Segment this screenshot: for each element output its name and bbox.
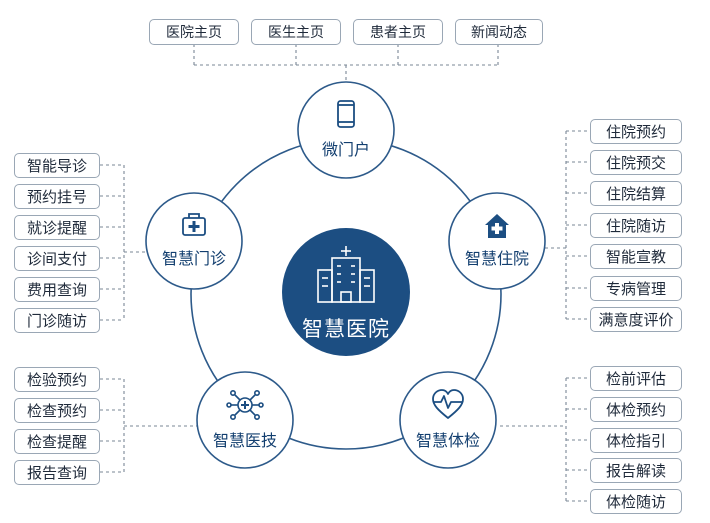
medical-kit-icon — [182, 213, 206, 236]
medtech-bracket — [100, 378, 205, 473]
portal-node[interactable] — [297, 81, 395, 179]
checkup-item-guide[interactable]: 体检指引 — [590, 428, 682, 453]
inpatient-item-satisfaction[interactable]: 满意度评价 — [590, 307, 682, 332]
checkup-item-appointment[interactable]: 体检预约 — [590, 397, 682, 422]
clinic-label[interactable]: 智慧门诊 — [161, 249, 226, 268]
inpatient-label[interactable]: 智慧住院 — [464, 249, 529, 268]
inpatient-node[interactable] — [448, 192, 546, 290]
inpatient-item-education[interactable]: 智能宣教 — [590, 244, 682, 269]
hospital-building-icon — [317, 246, 375, 303]
medtech-node[interactable] — [196, 371, 294, 469]
inpatient-item-settlement[interactable]: 住院结算 — [590, 181, 682, 206]
clinic-item-fee-query[interactable]: 费用查询 — [14, 277, 100, 302]
clinic-item-appointment[interactable]: 预约挂号 — [14, 184, 100, 209]
network-cross-icon — [226, 389, 264, 420]
medtech-label[interactable]: 智慧医技 — [212, 431, 277, 450]
medtech-item-lab-appointment[interactable]: 检验预约 — [14, 367, 100, 392]
house-medical-icon — [485, 214, 509, 238]
mobile-phone-icon — [337, 100, 355, 128]
checkup-node[interactable] — [399, 371, 497, 469]
checkup-bracket — [500, 377, 590, 502]
inpatient-item-deposit[interactable]: 住院预交 — [590, 150, 682, 175]
clinic-item-smart-guide[interactable]: 智能导诊 — [14, 153, 100, 178]
medtech-item-report-query[interactable]: 报告查询 — [14, 460, 100, 485]
heart-pulse-icon — [432, 389, 464, 419]
checkup-label[interactable]: 智慧体检 — [415, 431, 480, 450]
top-tab-hospital-home[interactable]: 医院主页 — [149, 19, 239, 45]
checkup-item-assessment[interactable]: 检前评估 — [590, 366, 682, 391]
clinic-bracket — [100, 164, 145, 321]
clinic-item-payment[interactable]: 诊间支付 — [14, 246, 100, 271]
inpatient-item-booking[interactable]: 住院预约 — [590, 119, 682, 144]
clinic-item-visit-reminder[interactable]: 就诊提醒 — [14, 215, 100, 240]
top-tab-patient-home[interactable]: 患者主页 — [353, 19, 443, 45]
medtech-item-exam-appointment[interactable]: 检查预约 — [14, 398, 100, 423]
medtech-item-exam-reminder[interactable]: 检查提醒 — [14, 429, 100, 454]
checkup-item-followup[interactable]: 体检随访 — [590, 489, 682, 514]
clinic-item-followup[interactable]: 门诊随访 — [14, 308, 100, 333]
top-tab-news[interactable]: 新闻动态 — [455, 19, 543, 45]
top-tab-doctor-home[interactable]: 医生主页 — [251, 19, 341, 45]
top-tabs-bracket — [193, 44, 499, 82]
portal-label[interactable]: 微门户 — [321, 140, 370, 159]
inpatient-item-followup[interactable]: 住院随访 — [590, 213, 682, 238]
checkup-item-report-reading[interactable]: 报告解读 — [590, 458, 682, 483]
inpatient-bracket — [545, 130, 590, 320]
clinic-node[interactable] — [145, 192, 243, 290]
inpatient-item-disease-mgmt[interactable]: 专病管理 — [590, 276, 682, 301]
center-label: 智慧医院 — [302, 317, 390, 341]
